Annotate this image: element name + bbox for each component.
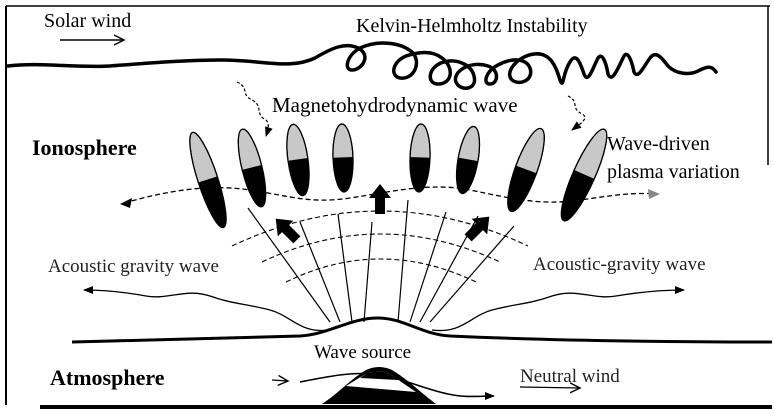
ionosphere-label: Ionosphere xyxy=(32,135,137,160)
plasma-blob-2 xyxy=(233,127,272,209)
solar-wind-label: Solar wind xyxy=(44,10,131,32)
mhd-wave-label: Magnetohydrodynamic wave xyxy=(272,93,518,117)
plasma-blob-4 xyxy=(332,124,354,193)
plasma-blob-1 xyxy=(183,129,233,230)
acoustic-wave-right-arrow xyxy=(432,290,684,331)
mhd-squiggle-left xyxy=(237,82,268,136)
wave-driven-label-line1: Wave-driven xyxy=(607,133,710,155)
flow-arrowhead-right xyxy=(648,189,660,199)
plasma-blob-6 xyxy=(452,125,484,195)
neutral-wind-arrow-right xyxy=(520,387,580,388)
surface-line xyxy=(72,318,772,342)
wave-source-label: Wave source xyxy=(314,342,411,363)
kelvin-helmholtz-boundary xyxy=(8,43,716,88)
acoustic-gravity-wave-label-left: Acoustic gravity wave xyxy=(48,256,219,277)
wave-driven-label-line2: plasma variation xyxy=(607,161,740,183)
plasma-blob-5 xyxy=(409,124,431,193)
atmosphere-label: Atmosphere xyxy=(50,365,165,390)
flow-arrowhead-left xyxy=(120,198,132,208)
neutral-wind-arrow-left xyxy=(272,380,288,381)
neutral-wind-label: Neutral wind xyxy=(520,366,620,387)
mhd-squiggle-right xyxy=(568,96,585,130)
plasma-blob-8 xyxy=(554,125,615,225)
kelvin-helmholtz-label: Kelvin-Helmholtz Instability xyxy=(356,15,588,37)
acoustic-gravity-wave-label-right: Acoustic-gravity wave xyxy=(533,254,706,275)
acoustic-wave-left-arrow xyxy=(84,290,330,331)
plasma-blob-3 xyxy=(283,123,313,197)
wave-rays xyxy=(248,200,514,322)
